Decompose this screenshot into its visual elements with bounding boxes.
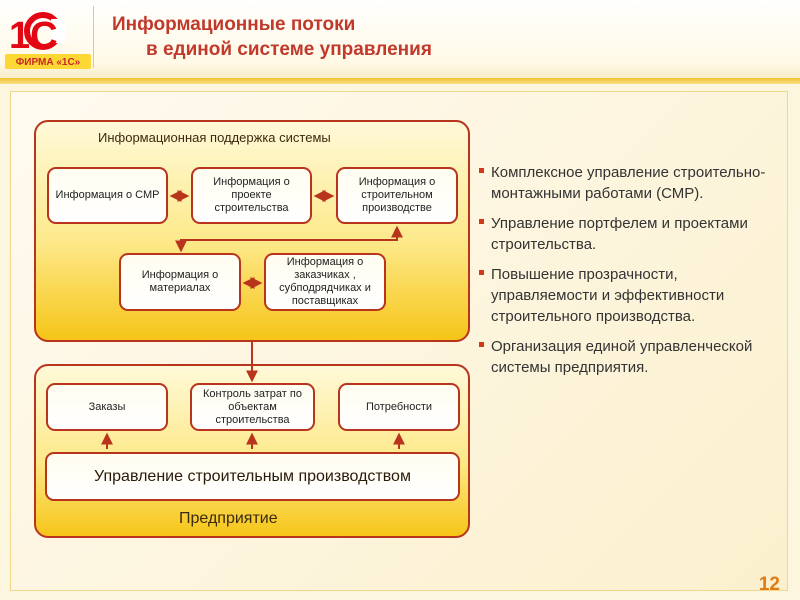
box-info-materials: Информация о материалах <box>119 253 241 311</box>
bullet-item: Комплексное управление строительно-монта… <box>478 162 778 204</box>
arrow-production-materials <box>175 225 403 253</box>
enterprise-label: Предприятие <box>179 510 278 527</box>
bullet-marker <box>479 270 484 275</box>
company-logo: 1С ФИРМА «1С» <box>5 5 91 69</box>
box-orders: Заказы <box>46 383 168 431</box>
bullet-list: Комплексное управление строительно-монта… <box>478 162 778 387</box>
bullet-text: Организация единой управленческой систем… <box>491 338 753 376</box>
page-title: Информационные потоки в единой системе у… <box>112 12 432 62</box>
page-number: 12 <box>758 574 780 595</box>
bullet-marker <box>479 219 484 224</box>
bullet-text: Комплексное управление строительно-монта… <box>491 164 766 202</box>
box-info-smr: Информация о СМР <box>47 167 168 224</box>
logo-caption: ФИРМА «1С» <box>16 57 81 68</box>
info-support-title: Информационная поддержка системы <box>98 130 331 145</box>
logo-mark-text: 1С <box>9 15 58 57</box>
bullet-text: Управление портфелем и проектами строите… <box>491 215 748 253</box>
header-bar <box>0 0 800 78</box>
bullet-marker <box>479 342 484 347</box>
bullet-item: Управление портфелем и проектами строите… <box>478 213 778 255</box>
box-info-production: Информация о строительном производстве <box>336 167 458 224</box>
box-production-management: Управление строительным производством <box>45 452 460 501</box>
bullet-marker <box>479 168 484 173</box>
page-title-line1: Информационные потоки <box>112 14 356 35</box>
bullet-item: Повышение прозрачности, управляемости и … <box>478 264 778 327</box>
bullet-text: Повышение прозрачности, управляемости и … <box>491 266 725 325</box>
page-title-line2: в единой системе управления <box>146 39 432 60</box>
bullet-item: Организация единой управленческой систем… <box>478 336 778 378</box>
box-cost-control: Контроль затрат по объектам строительств… <box>190 383 315 431</box>
header-divider <box>93 6 94 68</box>
box-needs: Потребности <box>338 383 460 431</box>
box-info-project: Информация о проекте строительства <box>191 167 312 224</box>
header-stripe <box>0 78 800 84</box>
box-info-contractors: Информация о заказчиках , субподрядчиках… <box>264 253 386 311</box>
